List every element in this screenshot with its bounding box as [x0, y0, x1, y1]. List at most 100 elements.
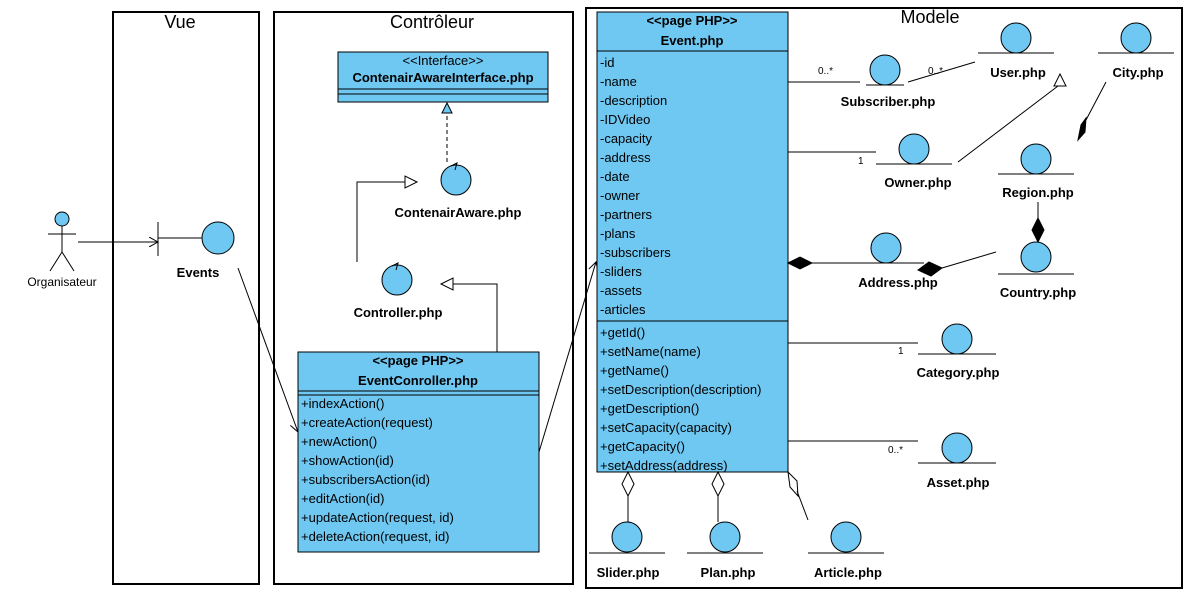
- mult-event-category: 1: [898, 346, 904, 357]
- controller-generalization-link: [356, 181, 405, 262]
- boundary-controller-link: [237, 267, 298, 432]
- entity-subscriber: [866, 54, 904, 86]
- attribute-row: -subscribers: [600, 245, 671, 260]
- entity-owner: [876, 133, 952, 165]
- entity-city-label: City.php: [1112, 65, 1163, 80]
- entity-subscriber-label: Subscriber.php: [841, 94, 936, 109]
- package-vue: [112, 11, 260, 585]
- attribute-row: -partners: [600, 207, 653, 222]
- entity-address: [848, 232, 924, 264]
- city-region-link: [1085, 81, 1107, 121]
- entity-address-label: Address.php: [858, 275, 938, 290]
- operation-row: +showAction(id): [301, 453, 394, 468]
- package-modele-title: Modele: [900, 7, 959, 27]
- control-contenair-aware-label: ContenairAware.php: [395, 205, 522, 220]
- entity-slider-label: Slider.php: [597, 565, 660, 580]
- attribute-row: -plans: [600, 226, 636, 241]
- attribute-row: -owner: [600, 188, 640, 203]
- entity-plan: [687, 521, 763, 554]
- entity-country: [998, 241, 1074, 275]
- entity-asset: [918, 432, 996, 464]
- attribute-row: -description: [600, 93, 667, 108]
- attribute-row: -id: [600, 55, 614, 70]
- entity-article: [808, 521, 884, 554]
- owner-user-generalization-link: [957, 85, 1059, 163]
- entity-user: [978, 22, 1054, 54]
- operation-row: +deleteAction(request, id): [301, 529, 450, 544]
- mult-event-asset: 0..*: [888, 445, 903, 456]
- actor-organisateur: [48, 211, 76, 272]
- address-country-link: [941, 251, 997, 269]
- entity-country-label: Country.php: [1000, 285, 1076, 300]
- attribute-row: -date: [600, 169, 630, 184]
- event-article-diamond: [787, 470, 799, 498]
- entity-asset-label: Asset.php: [927, 475, 990, 490]
- operation-row: +editAction(id): [301, 491, 384, 506]
- interface-stereotype: <<Interface>>: [403, 53, 484, 68]
- operation-row: +getName(): [600, 363, 669, 378]
- attribute-row: -address: [600, 150, 651, 165]
- attribute-row: -articles: [600, 302, 646, 317]
- event-controller-operations: +indexAction() +createAction(request) +new…: [301, 396, 454, 544]
- event-article-link: [796, 490, 809, 521]
- attribute-row: -name: [600, 74, 637, 89]
- entity-city: [1098, 22, 1174, 54]
- eventcontroller-generalization-link: [453, 283, 498, 352]
- city-region-diamond: [1077, 116, 1087, 142]
- mult-event-subscriber: 0..*: [818, 66, 833, 77]
- entity-category-label: Category.php: [917, 365, 1000, 380]
- package-vue-title: Vue: [164, 12, 195, 32]
- entity-region-label: Region.php: [1002, 185, 1074, 200]
- attribute-row: -sliders: [600, 264, 642, 279]
- entity-slider: [589, 521, 665, 554]
- entity-article-label: Article.php: [814, 565, 882, 580]
- operation-row: +updateAction(request, id): [301, 510, 454, 525]
- event-stereotype: <<page PHP>>: [646, 13, 737, 28]
- realization-arrowhead: [441, 101, 453, 114]
- event-name: Event.php: [661, 33, 724, 48]
- address-country-diamond: [917, 261, 943, 277]
- event-controller-name: EventConroller.php: [358, 373, 478, 388]
- attribute-row: -IDVideo: [600, 112, 650, 127]
- control-contenair-aware: [440, 162, 472, 196]
- boundary-events: [157, 221, 235, 256]
- operation-row: +setAddress(address): [600, 458, 728, 473]
- interface-name: ContenairAwareInterface.php: [352, 70, 533, 85]
- event-controller-class: [297, 351, 540, 553]
- controller-generalization-arrowhead: [404, 175, 419, 189]
- boundary-events-label: Events: [177, 265, 220, 280]
- operation-row: +getId(): [600, 325, 645, 340]
- event-operations: +getId() +setName(name) +getName() +setDesc…: [600, 325, 761, 473]
- operation-row: +getCapacity(): [600, 439, 685, 454]
- event-address-diamond: [786, 256, 814, 270]
- control-controller-label: Controller.php: [354, 305, 443, 320]
- entity-owner-label: Owner.php: [884, 175, 951, 190]
- entity-plan-label: Plan.php: [701, 565, 756, 580]
- entity-region: [998, 143, 1074, 175]
- mult-subscriber-user: 0..*: [928, 66, 943, 77]
- eventcontroller-generalization-arrowhead: [439, 277, 454, 291]
- event-class: [596, 11, 789, 473]
- event-controller-stereotype: <<page PHP>>: [372, 353, 463, 368]
- entity-user-label: User.php: [990, 65, 1046, 80]
- attribute-row: -assets: [600, 283, 642, 298]
- operation-row: +setCapacity(capacity): [600, 420, 732, 435]
- operation-row: +setDescription(description): [600, 382, 761, 397]
- operation-row: +setName(name): [600, 344, 701, 359]
- control-controller: [381, 262, 413, 296]
- mult-event-owner: 1: [858, 156, 864, 167]
- subscriber-user-link: [907, 61, 976, 83]
- operation-row: +getDescription(): [600, 401, 699, 416]
- operation-row: +indexAction(): [301, 396, 384, 411]
- attribute-row: -capacity: [600, 131, 653, 146]
- operation-row: +createAction(request): [301, 415, 433, 430]
- package-controleur-title: Contrôleur: [390, 12, 474, 32]
- operation-row: +newAction(): [301, 434, 377, 449]
- operation-row: +subscribersAction(id): [301, 472, 430, 487]
- event-attributes: -id -name -description -IDVideo -capacity -ad…: [600, 55, 671, 317]
- controller-event-link: [538, 262, 596, 453]
- interface-class: [337, 51, 549, 103]
- entity-category: [918, 323, 996, 355]
- actor-label: Organisateur: [27, 275, 96, 289]
